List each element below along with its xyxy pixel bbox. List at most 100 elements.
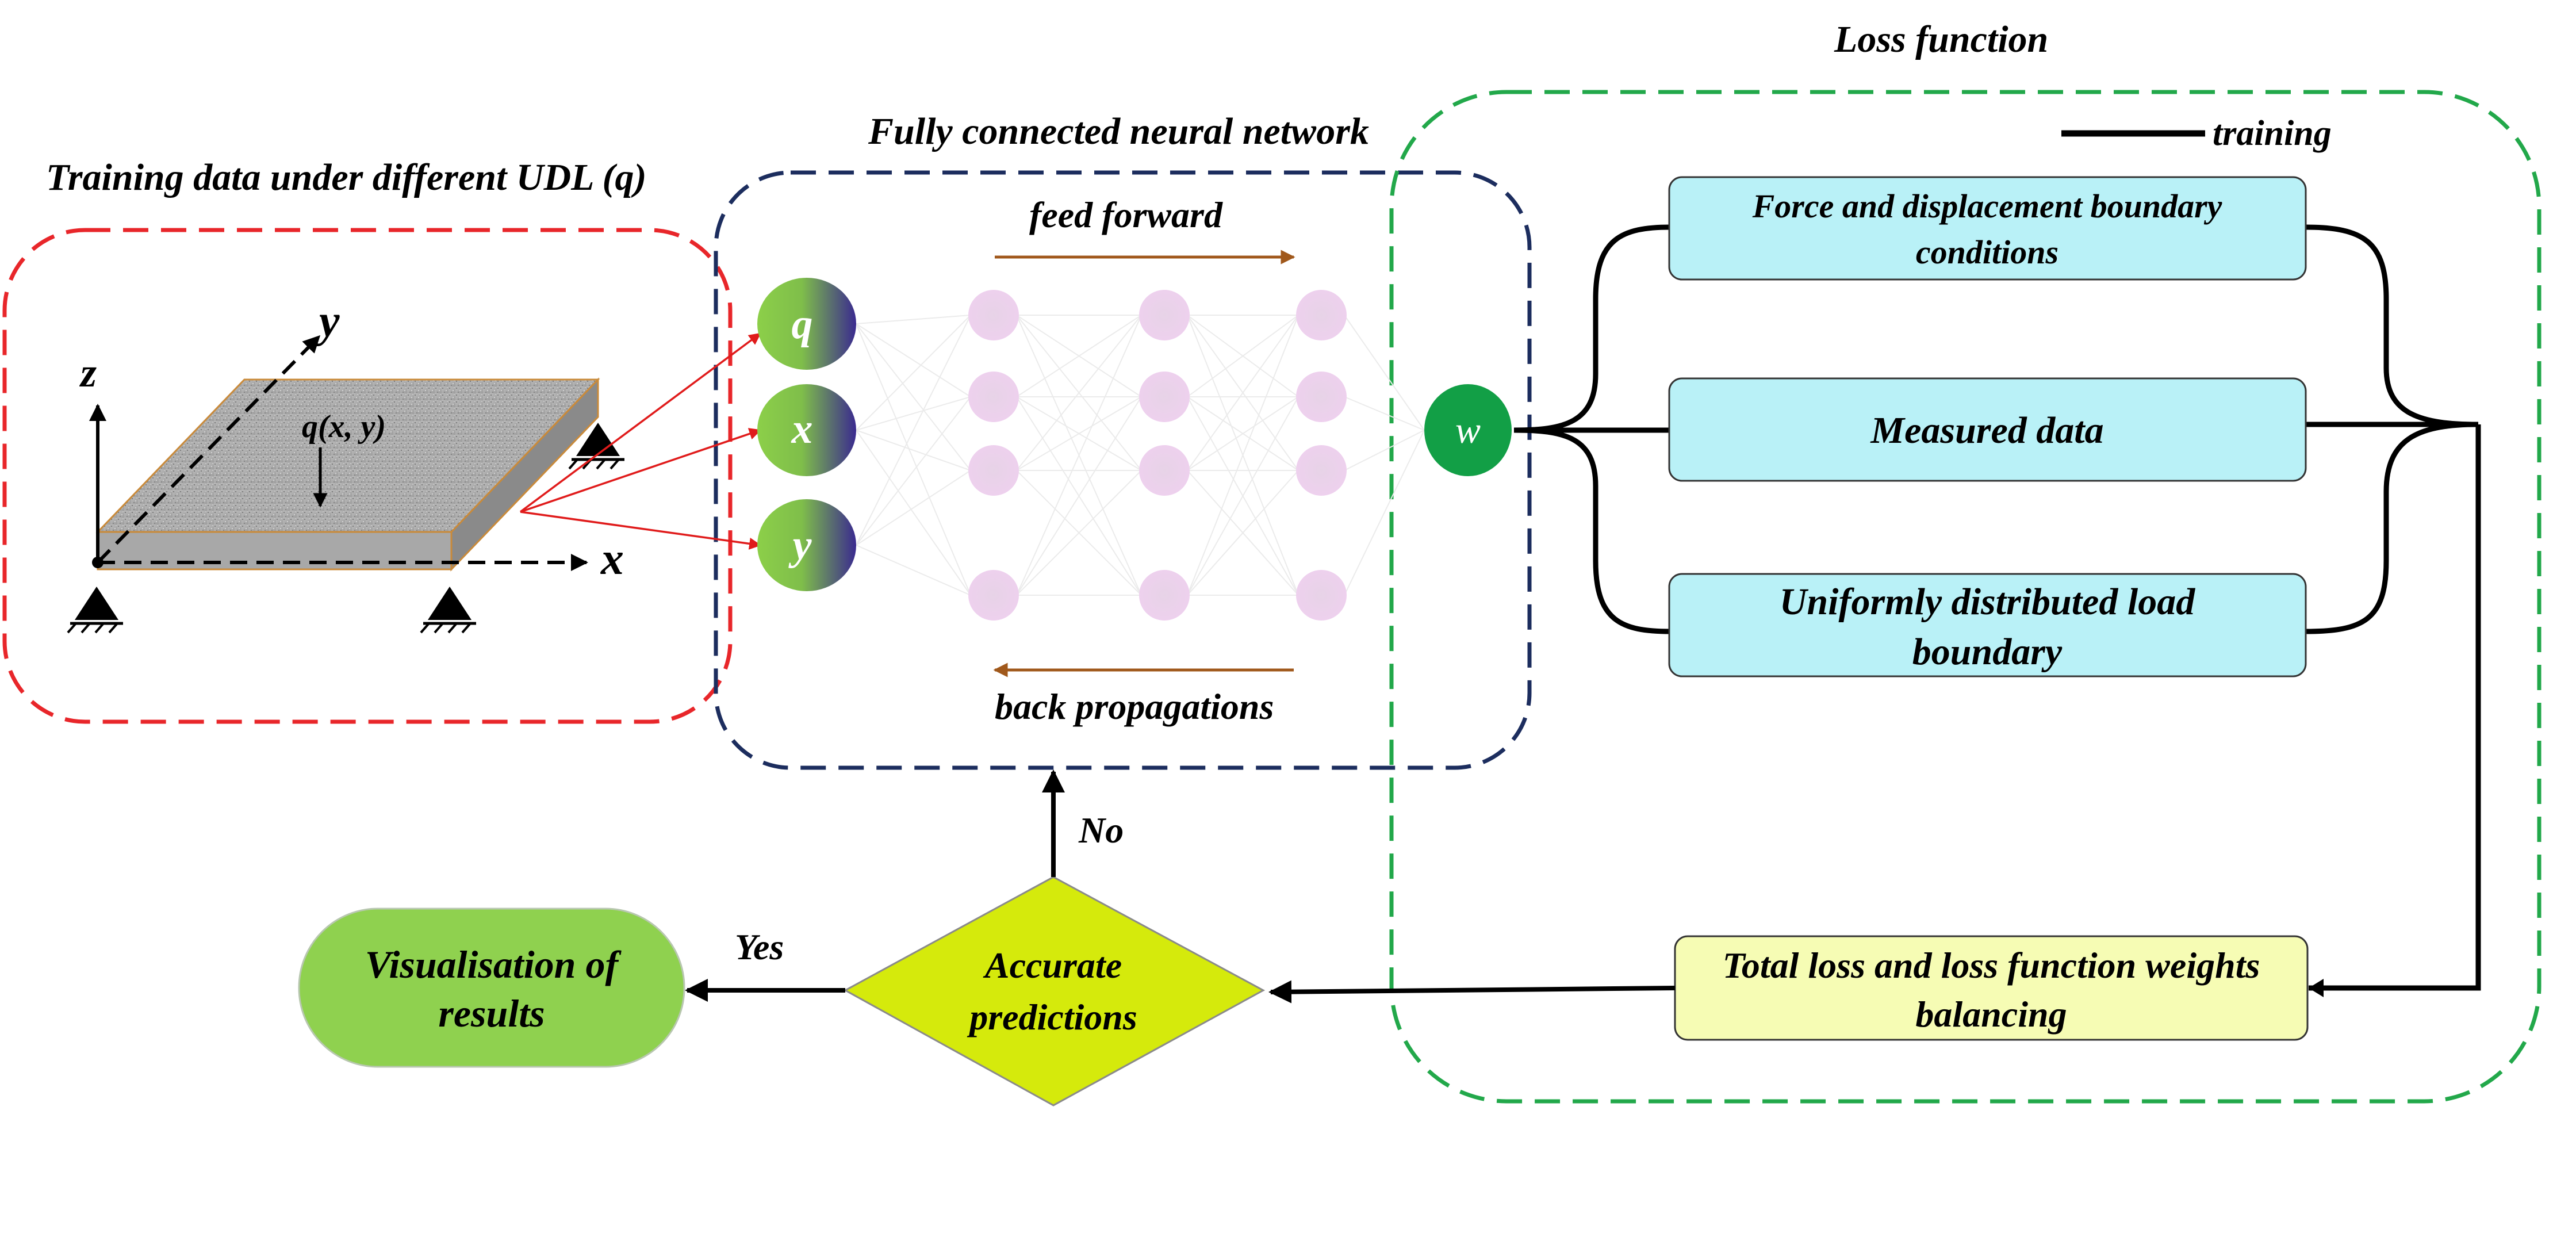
network-connections — [856, 315, 1425, 596]
network-connection — [856, 396, 971, 546]
axis-x-label: x — [600, 534, 624, 584]
total-to-decision-arrow — [1268, 980, 1676, 1004]
loss-function-group — [1389, 90, 2542, 1104]
training-legend-label: training — [2213, 114, 2332, 153]
load-label: q(x, y) — [302, 409, 386, 445]
network-connection — [856, 545, 971, 596]
measured-data-rect — [1668, 377, 2307, 482]
origin-dot — [92, 557, 103, 568]
hidden-layers — [968, 290, 1347, 621]
network-connection — [856, 323, 971, 397]
support-right-icon — [421, 587, 476, 633]
no-label: No — [1078, 810, 1124, 851]
input-feed-arrows — [519, 332, 762, 550]
network-connection — [856, 323, 971, 596]
network-connection — [856, 430, 971, 471]
total-loss-line1: Total loss and loss function weights — [1723, 945, 2260, 986]
network-output: w — [1424, 384, 1512, 476]
network-connection — [856, 470, 971, 546]
network-connection — [856, 323, 971, 471]
udl-boundary-box: Uniformly distributed load boundary — [1668, 573, 2307, 677]
network-connection — [1344, 430, 1425, 596]
network-connection — [1187, 470, 1299, 596]
force-displacement-box: Force and displacement boundary conditio… — [1668, 176, 2307, 281]
left-brace — [1513, 224, 1671, 634]
result-line1: Visualisation of — [365, 943, 622, 986]
network-connection — [1187, 396, 1299, 596]
network-connection — [1016, 315, 1142, 596]
network-connection — [1344, 430, 1425, 471]
result-pill: Visualisation of results — [298, 907, 685, 1068]
axis-z-label: z — [79, 350, 97, 396]
input-node-y — [757, 499, 856, 591]
hidden-neuron-l1-n1 — [968, 290, 1019, 340]
hidden-neuron-l2-n1 — [1139, 290, 1190, 340]
loss-function-title: Loss function — [1834, 18, 2048, 60]
decision-line1: Accurate — [983, 945, 1122, 986]
network-connection — [1016, 315, 1142, 471]
back-propagation-label: back propagations — [995, 686, 1274, 727]
output-node-w-label: w — [1455, 409, 1481, 451]
network-connection — [856, 315, 971, 431]
network-connection — [1016, 396, 1142, 471]
network-connection — [856, 315, 971, 324]
measured-data-box: Measured data — [1668, 377, 2307, 482]
arrow-to-x — [520, 428, 761, 513]
right-brace-arrowhead — [2309, 979, 2324, 997]
arrow-to-y — [520, 511, 762, 550]
network-connection — [856, 430, 971, 596]
udl-boundary-line2: boundary — [1912, 631, 2063, 673]
output-node-w — [1424, 384, 1512, 476]
network-connection — [1016, 315, 1142, 397]
network-connection — [1016, 396, 1142, 596]
neural-network-group — [714, 170, 1532, 770]
input-node-q-label: q — [792, 301, 813, 348]
arrow-to-q — [519, 332, 761, 513]
network-connection — [856, 396, 971, 431]
total-loss-line2: balancing — [1915, 994, 2067, 1035]
hidden-neuron-l2-n4 — [1139, 570, 1190, 621]
network-connection — [1187, 396, 1299, 471]
udl-boundary-line1: Uniformly distributed load — [1780, 581, 2195, 623]
network-connection — [1187, 315, 1299, 596]
force-displacement-line1: Force and displacement boundary — [1752, 187, 2222, 225]
hidden-neuron-l2-n2 — [1139, 372, 1190, 422]
force-displacement-line2: conditions — [1916, 233, 2058, 271]
training-data-group — [2, 228, 733, 724]
network-connection — [1016, 470, 1142, 596]
result-line2: results — [438, 991, 545, 1035]
udl-boundary-rect — [1668, 573, 2307, 677]
decision-diamond-shape — [843, 876, 1266, 1106]
result-pill-shape — [298, 907, 685, 1068]
right-brace — [2305, 224, 2481, 991]
axis-y-label: y — [314, 296, 340, 347]
yes-label: Yes — [735, 926, 784, 967]
input-node-x-label: x — [791, 405, 813, 453]
network-connection — [1187, 315, 1299, 397]
hidden-neuron-l3-n2 — [1296, 372, 1347, 422]
network-connection — [1344, 315, 1425, 431]
measured-data-label: Measured data — [1870, 409, 2103, 451]
decision-diamond: Accurate predictions — [843, 876, 1266, 1106]
hidden-neuron-l2-n3 — [1139, 445, 1190, 496]
training-data-title: Training data under different UDL (q) — [46, 156, 646, 198]
support-left-icon — [68, 587, 123, 633]
hidden-neuron-l1-n3 — [968, 445, 1019, 496]
network-connection — [856, 315, 971, 546]
hidden-neuron-l1-n4 — [968, 570, 1019, 621]
network-connection — [1344, 396, 1425, 431]
network-title: Fully connected neural network — [868, 110, 1369, 152]
hidden-neuron-l3-n4 — [1296, 570, 1347, 621]
network-inputs: q x y — [757, 278, 856, 591]
plate-top-face — [95, 378, 600, 533]
hidden-neuron-l3-n3 — [1296, 445, 1347, 496]
force-displacement-rect — [1668, 176, 2307, 281]
total-loss-box: Total loss and loss function weights bal… — [1674, 935, 2309, 1041]
decision-line2: predictions — [967, 997, 1137, 1037]
training-legend: training — [2061, 114, 2332, 153]
input-node-q — [757, 278, 856, 370]
hidden-neuron-l1-n2 — [968, 372, 1019, 422]
input-node-x — [757, 384, 856, 476]
network-connection — [1187, 315, 1299, 471]
